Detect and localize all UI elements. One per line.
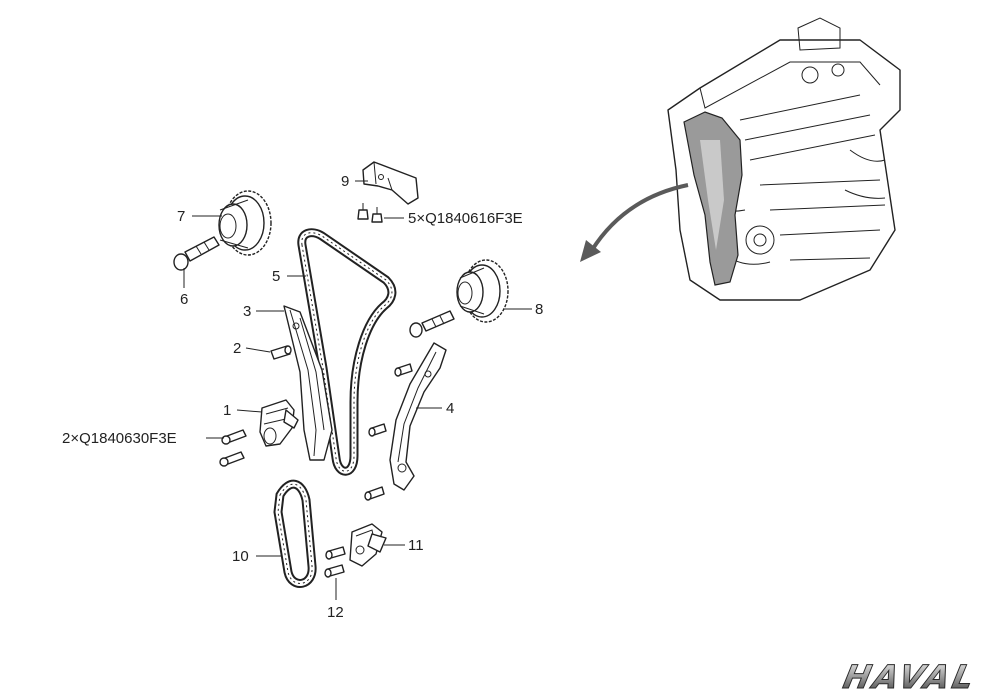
oil-pump-chain-tensioner	[349, 523, 387, 567]
timing-chain	[297, 228, 397, 476]
chain-tensioner	[259, 399, 299, 447]
leader-lines	[183, 180, 532, 600]
callout-12: 12	[327, 604, 344, 621]
callout-3: 3	[243, 303, 251, 320]
intake-camshaft-sprocket	[218, 190, 272, 256]
tensioner-rail	[283, 305, 333, 461]
guide-pin	[270, 345, 292, 360]
oil-pump-tensioner-bolts	[324, 546, 346, 578]
exhaust-sprocket-bolt	[409, 310, 455, 338]
callout-7: 7	[177, 208, 185, 225]
engine-assembly-illustration	[667, 17, 901, 301]
callout-5: 5	[272, 268, 280, 285]
callout-2: 2	[233, 340, 241, 357]
guide-rail-bolts	[364, 363, 413, 501]
fixed-guide-rail	[389, 342, 447, 491]
timing-cover-bolts	[357, 203, 383, 223]
chain-guide-bracket	[362, 161, 419, 205]
callout-4: 4	[446, 400, 454, 417]
exhaust-camshaft-sprocket	[456, 259, 509, 323]
callout-timing-cover-bolts: 5×Q1840616F3E	[408, 210, 523, 227]
intake-sprocket-bolt	[173, 236, 220, 271]
haval-logo-text: HAVAL	[840, 658, 980, 696]
pointer-arrow	[580, 183, 689, 262]
callout-10: 10	[232, 548, 249, 565]
callout-1: 1	[223, 402, 231, 419]
callout-9: 9	[341, 173, 349, 190]
callout-tensioner-bolts: 2×Q1840630F3E	[62, 430, 177, 447]
haval-logo: HAVAL	[840, 658, 981, 697]
oil-pump-chain	[273, 479, 317, 588]
callout-11: 11	[408, 537, 424, 554]
tensioner-bolts	[219, 429, 247, 467]
callout-6: 6	[180, 291, 188, 308]
callout-8: 8	[535, 301, 543, 318]
